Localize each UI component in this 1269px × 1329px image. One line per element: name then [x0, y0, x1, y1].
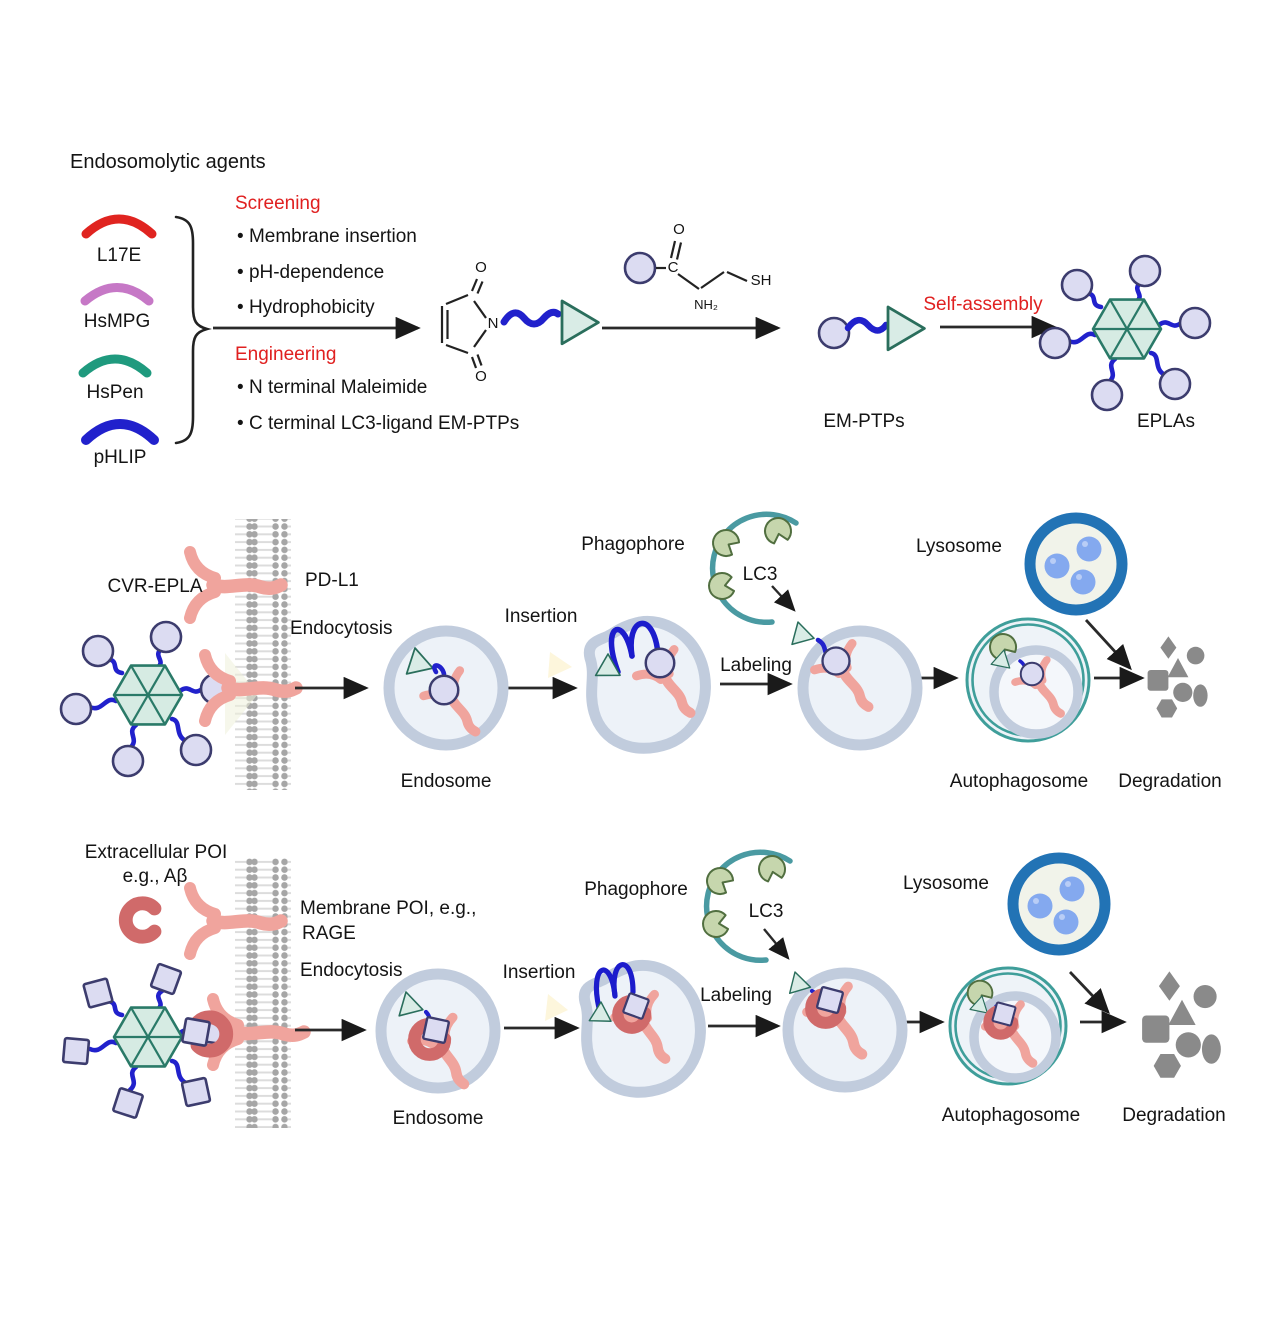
screening-bullet-1: Membrane insertion	[237, 226, 417, 248]
screening-bullet-2: pH-dependence	[237, 262, 384, 284]
cysteine-o: O	[673, 221, 685, 238]
lc3-label-2: LC3	[748, 901, 784, 922]
agent-label-hsmpg: HsMPG	[83, 311, 151, 332]
arrows-top	[213, 315, 1057, 340]
em-ptp-unit	[817, 305, 926, 352]
wave-phlip	[81, 419, 159, 445]
maleimide-o-top: O	[475, 259, 487, 276]
wave-hspen	[78, 354, 152, 378]
endosome-1	[389, 631, 503, 745]
extracellular-poi-label: Extracellular POI	[84, 842, 228, 863]
cvr-epla-label: CVR-EPLA	[107, 576, 203, 597]
arrow-lysosome-fusion-1	[1084, 619, 1132, 671]
engineering-bullet-1: N terminal Maleimide	[237, 377, 427, 399]
endosome-2	[381, 974, 495, 1096]
insertion-label-1: Insertion	[504, 606, 578, 627]
agent-label-hspen: HsPen	[86, 382, 144, 403]
lysosome-label-1: Lysosome	[916, 536, 1002, 557]
endosome-insertion-2	[584, 965, 700, 1093]
epla-particle-assembled	[1040, 256, 1210, 410]
eg-abeta-label: e.g., Aβ	[122, 866, 188, 887]
cvr-epla-particle	[61, 622, 231, 776]
insertion-label-2: Insertion	[502, 962, 576, 983]
wave-l17e	[81, 214, 157, 239]
autophagosome-label-1: Autophagosome	[949, 771, 1089, 792]
em-ptps-label: EM-PTPs	[823, 411, 905, 432]
screening-title: Screening	[235, 193, 321, 214]
wave-hsmpg	[80, 283, 154, 306]
maleimide-structure	[440, 278, 487, 369]
cell-membrane-2	[235, 858, 291, 1128]
arrows-row2	[295, 928, 1127, 1042]
endosome-label-1: Endosome	[400, 771, 492, 792]
agent-label-l17e: L17E	[96, 245, 142, 266]
autophagosome-1	[965, 617, 1091, 743]
maleimide-linker	[500, 299, 600, 346]
engineering-bullet-2: C terminal LC3-ligand EM-PTPs	[237, 413, 519, 435]
poi-ligand-circle	[623, 251, 657, 285]
membrane-poi-label: Membrane POI, e.g.,	[300, 898, 477, 919]
degradation-label-2: Degradation	[1122, 1105, 1226, 1126]
eplas-label: EPLAs	[1136, 411, 1196, 432]
maleimide-o-bottom: O	[475, 368, 487, 385]
self-assembly-label: Self-assembly	[923, 294, 1043, 315]
epla-square-bound	[180, 1016, 212, 1048]
maleimide-n: N	[487, 315, 499, 332]
endocytosis-label-1: Endocytosis	[290, 618, 393, 639]
figure-title: Endosomolytic agents	[70, 151, 266, 173]
phagophore-label-2: Phagophore	[584, 879, 688, 900]
arrows-row1	[295, 585, 1145, 700]
degradation-label-1: Degradation	[1118, 771, 1222, 792]
cysteine-structure	[623, 240, 748, 290]
labeling-label-2: Labeling	[700, 985, 772, 1006]
linker-peptide-squiggle	[500, 308, 562, 328]
arrow-lc3-1	[771, 585, 796, 612]
endocytosis-label-2: Endocytosis	[300, 960, 403, 981]
degradation-fragments-1	[1147, 636, 1208, 718]
cysteine-nh2: NH₂	[694, 297, 718, 312]
curly-brace	[174, 215, 212, 445]
watermark-triangle-small-2	[545, 994, 568, 1021]
endosome-labeled-1	[791, 621, 917, 745]
watermark-triangle-small-1	[548, 652, 572, 678]
abeta-free	[126, 903, 155, 936]
rage-label: RAGE	[302, 923, 356, 944]
endosome-insertion-1	[589, 621, 709, 748]
endosome-label-2: Endosome	[392, 1108, 484, 1129]
degradation-fragments-2	[1142, 971, 1221, 1078]
agent-waves	[78, 214, 159, 445]
pd-l1-label: PD-L1	[305, 570, 359, 591]
endosome-labeled-2	[788, 972, 902, 1087]
lc3-ligand-triangle	[560, 299, 600, 346]
screening-bullet-3: Hydrophobicity	[237, 297, 375, 319]
autophagosome-2	[948, 966, 1068, 1086]
cysteine-c: C	[667, 259, 679, 276]
lc3-label-1: LC3	[742, 564, 778, 585]
autophagosome-label-2: Autophagosome	[941, 1105, 1081, 1126]
arrow-lysosome-fusion-2	[1068, 971, 1110, 1015]
phagophore-label-1: Phagophore	[581, 534, 685, 555]
agent-label-phlip: pHLIP	[93, 447, 147, 468]
cysteine-sh: SH	[750, 272, 772, 289]
lysosome-2	[1013, 858, 1105, 950]
engineering-title: Engineering	[235, 344, 337, 365]
cell-membrane-1	[235, 519, 291, 790]
arrow-lc3-2	[763, 928, 790, 960]
labeling-label-1: Labeling	[720, 655, 792, 676]
lysosome-1	[1030, 518, 1122, 610]
lysosome-label-2: Lysosome	[903, 873, 989, 894]
